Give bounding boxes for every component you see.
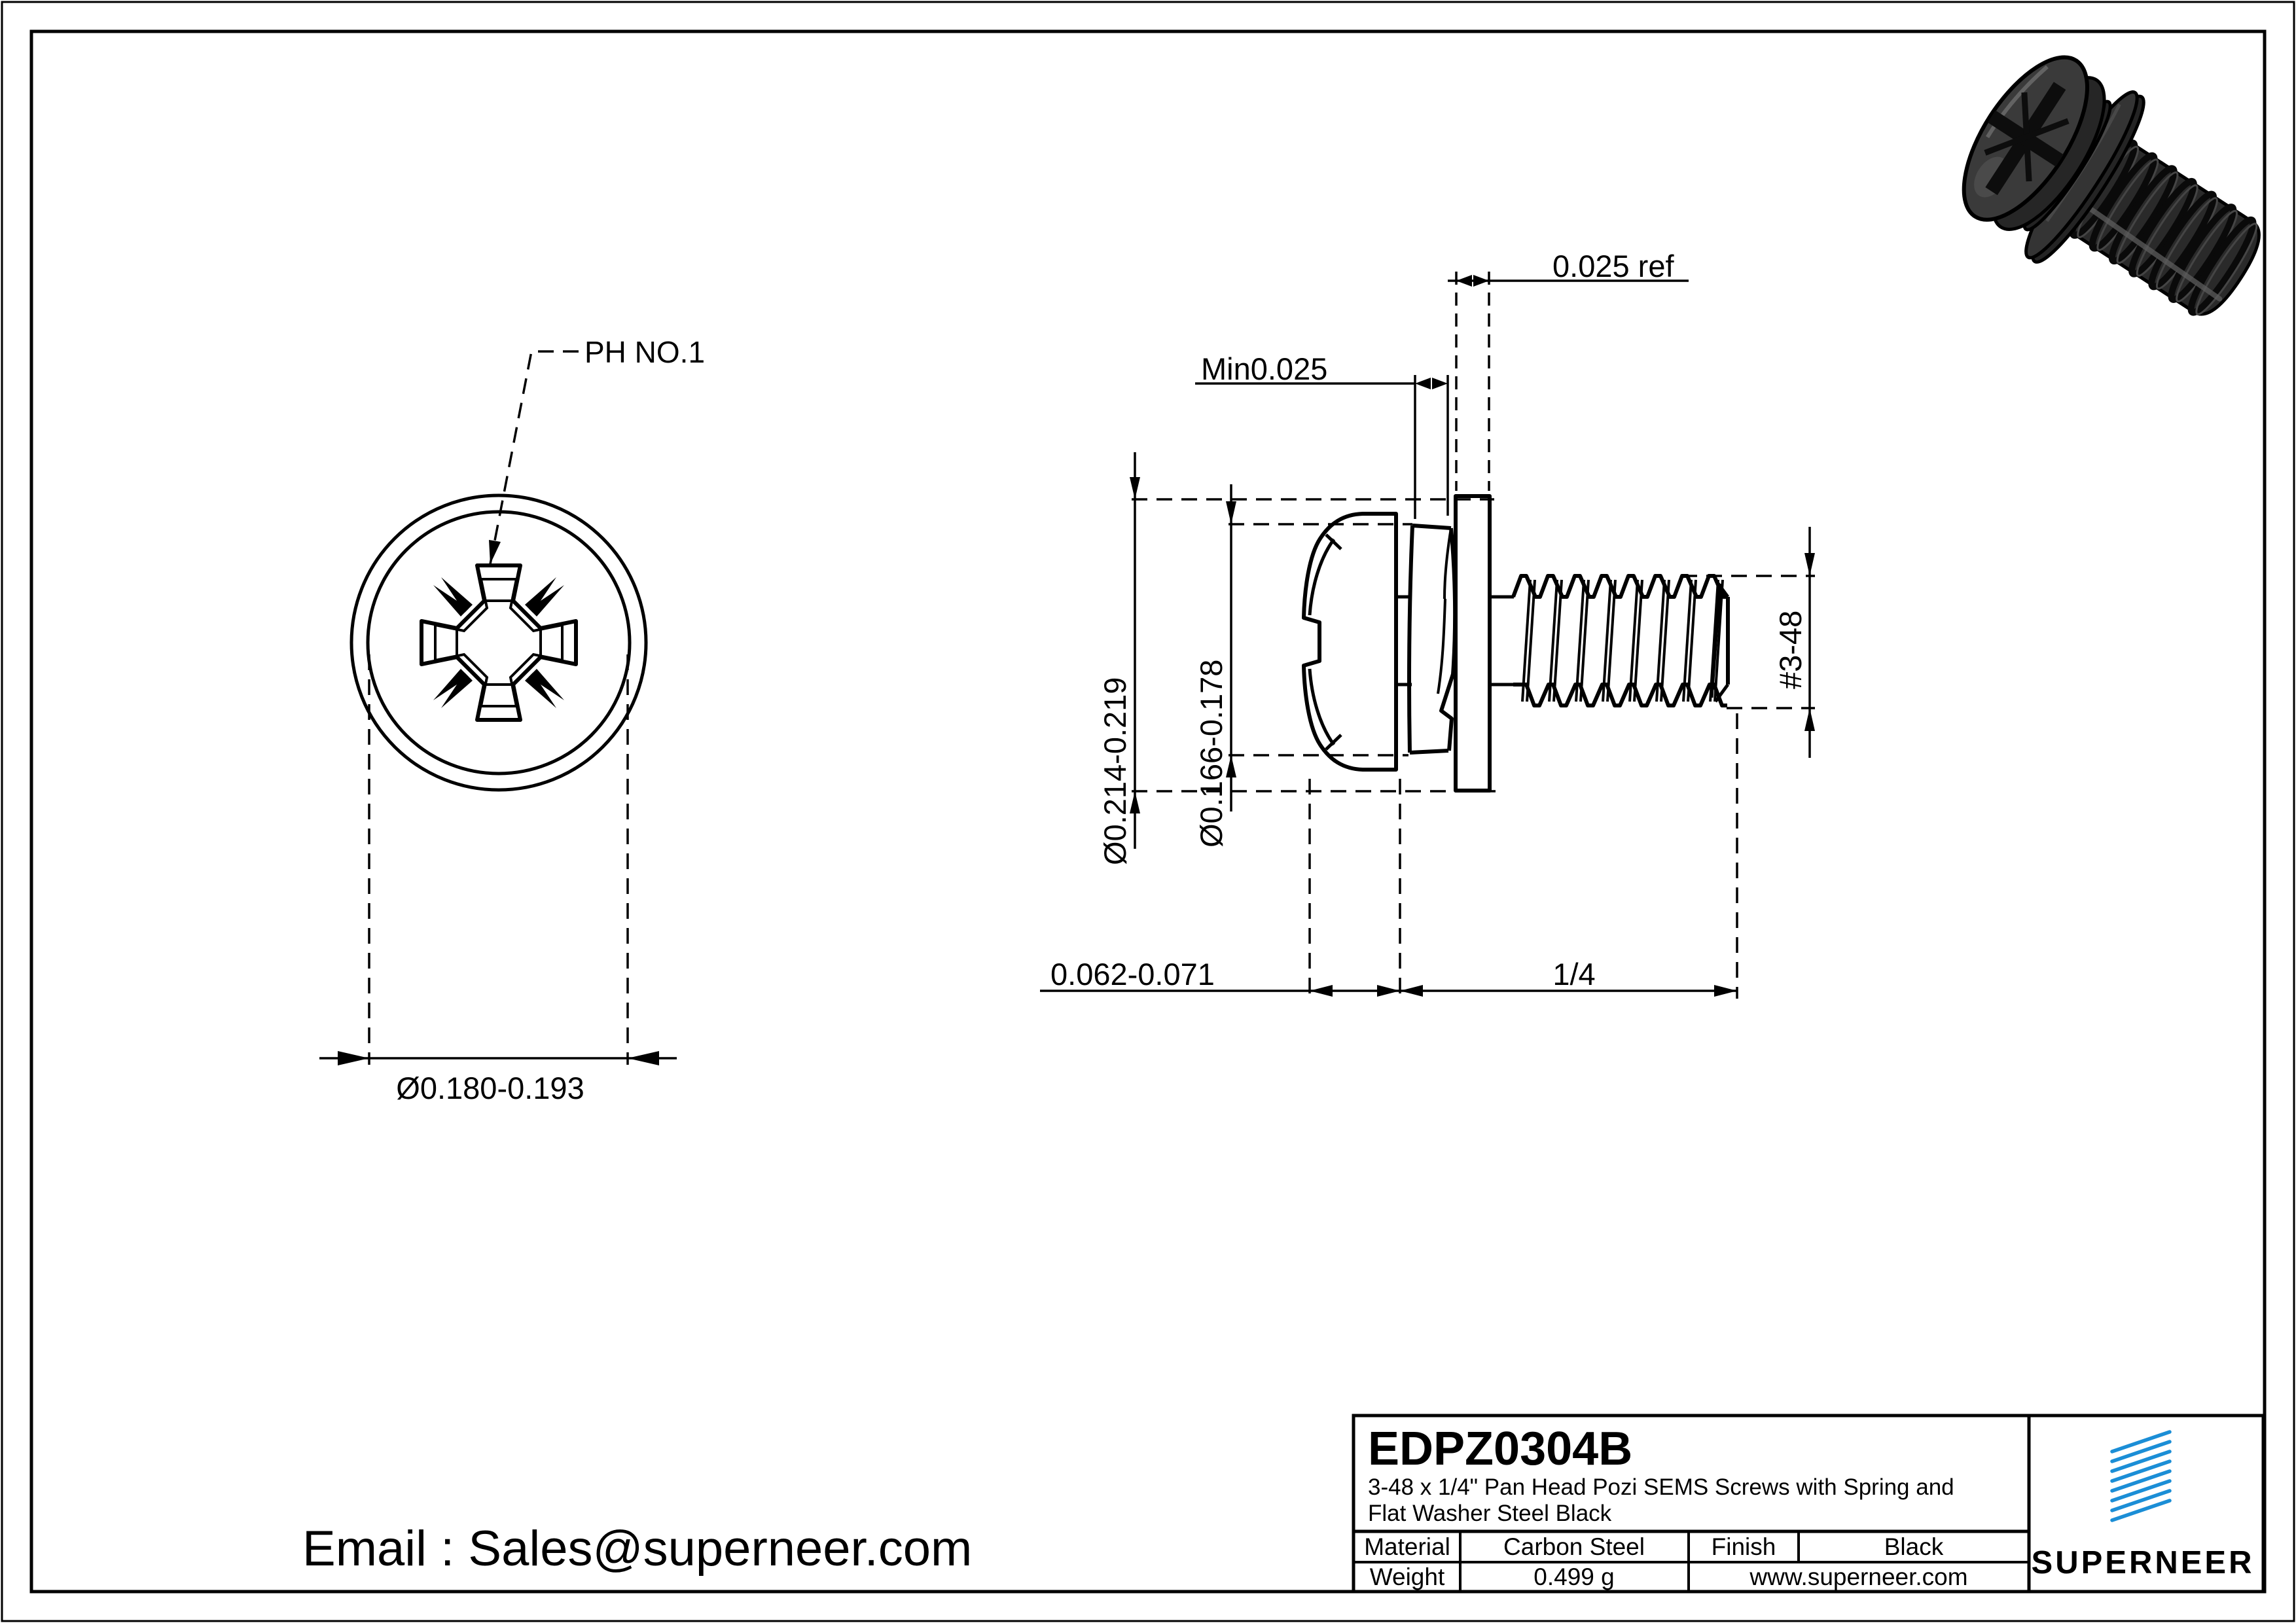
weight-value: 0.499 g	[1534, 1563, 1614, 1590]
render-pozi-recess	[1984, 82, 2070, 196]
front-view: PH NO.1 Ø0.180-0.193	[319, 335, 705, 1105]
inner-border	[29, 29, 2267, 1594]
pozi-cross-inner-line	[434, 578, 564, 707]
dim-head-height-text: 0.062-0.071	[1050, 957, 1215, 991]
screw-3d-render	[1962, 55, 2261, 316]
finish-value: Black	[1884, 1533, 1944, 1560]
material-label: Material	[1364, 1533, 1450, 1560]
svg-text:Ø0.166-0.178: Ø0.166-0.178	[1194, 660, 1229, 847]
svg-text:#3-48: #3-48	[1773, 611, 1808, 689]
head-od-extension-lines	[368, 654, 629, 1065]
material-value: Carbon Steel	[1503, 1533, 1645, 1560]
pan-head-outline	[1302, 512, 1398, 772]
side-view: 0.025 ref Min0.025 Ø0.214-0.219 Ø0.166-0…	[1040, 249, 1815, 999]
part-description-line2: Flat Washer Steel Black	[1368, 1501, 1612, 1526]
svg-text:Min0.025: Min0.025	[1201, 351, 1327, 386]
head-od-dim-text: Ø0.180-0.193	[396, 1071, 584, 1105]
drive-leader-arrow	[489, 540, 501, 564]
pozi-recess	[420, 563, 578, 722]
finish-label: Finish	[1712, 1533, 1776, 1560]
dim-spring-washer-od: Ø0.166-0.178	[1194, 484, 1412, 847]
dim-flat-washer-thickness: 0.025 ref	[1448, 249, 1689, 491]
part-description-line1: 3-48 x 1/4" Pan Head Pozi SEMS Screws wi…	[1368, 1474, 1954, 1500]
brand-wordmark: SUPERNEER	[2032, 1545, 2255, 1580]
svg-text:0.025 ref: 0.025 ref	[1552, 249, 1674, 283]
website-link[interactable]: www.superneer.com	[1749, 1563, 1967, 1590]
dim-thread-size: #3-48	[1681, 527, 1815, 758]
weight-label: Weight	[1370, 1563, 1445, 1590]
shank-lines	[1398, 595, 1514, 687]
dim-flat-washer-od: Ø0.214-0.219	[1098, 452, 1498, 865]
thread-profile	[1511, 574, 1728, 707]
email-contact: Email : Sales@superneer.com	[302, 1521, 972, 1577]
render-thread-ribs	[2069, 139, 2258, 316]
pozi-tick-marks	[433, 577, 564, 708]
svg-text:Ø0.214-0.219: Ø0.214-0.219	[1098, 677, 1132, 865]
head-circle	[366, 510, 632, 776]
flat-washer	[1454, 494, 1492, 793]
part-number: EDPZ0304B	[1368, 1423, 1632, 1475]
dim-thread-length-text: 1/4	[1552, 957, 1595, 991]
dim-bottom: 0.062-0.071 1/4	[1040, 713, 1738, 999]
drive-callout-label: PH NO.1	[584, 335, 705, 369]
thread-tip-chamfer	[1710, 579, 1730, 703]
recess-profile-arcs	[1308, 533, 1342, 751]
brand-logo-icon	[2110, 1430, 2172, 1522]
title-block: EDPZ0304B 3-48 x 1/4" Pan Head Pozi SEMS…	[1352, 1414, 2265, 1594]
dim-spring-washer-thickness: Min0.025	[1195, 351, 1449, 519]
pozi-neck-lines	[456, 599, 542, 686]
drive-leader-line	[489, 350, 579, 565]
spring-washer	[1407, 524, 1458, 755]
